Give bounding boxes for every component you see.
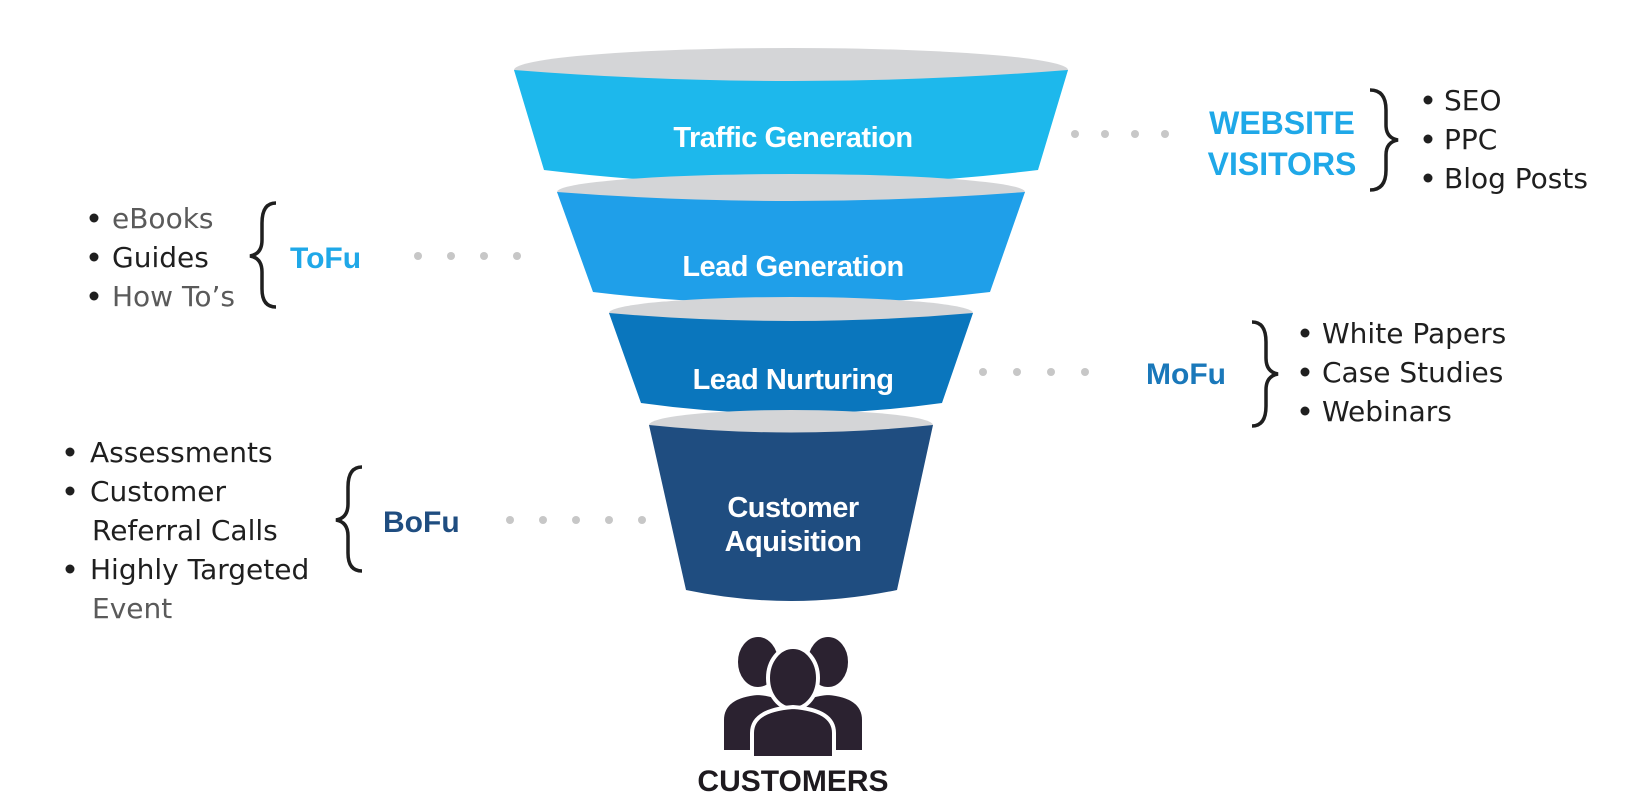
list-item: Blog Posts [1444, 162, 1588, 195]
stage-1-label: Traffic Generation [673, 122, 912, 154]
list-item: Guides [112, 241, 209, 274]
stage-4-body [649, 425, 933, 601]
connector-dots-bofu [506, 516, 646, 524]
list-item: SEO [1444, 84, 1502, 117]
list-item: Highly Targeted [90, 553, 309, 586]
list-item: Case Studies [1322, 356, 1503, 389]
stage-2-body [557, 192, 1025, 304]
list-item: How To’s [112, 280, 235, 313]
tofu-group: eBooks Guides How To’s ToFu [89, 201, 521, 313]
list-item: White Papers [1322, 317, 1506, 350]
mofu-tag: MoFu [1146, 358, 1226, 391]
bofu-tag: BoFu [383, 506, 460, 539]
connector-dots-tofu [414, 252, 521, 260]
bofu-group: Assessments Customer Referral Calls High… [65, 436, 646, 625]
tofu-tag: ToFu [290, 242, 361, 275]
brace-right-mofu [1251, 320, 1279, 428]
list-item: Customer [90, 475, 226, 508]
people-icon [720, 633, 866, 760]
connector-dots-mofu [979, 368, 1089, 376]
funnel-stage-customer-acquisition: Customer Aquisition [649, 410, 933, 601]
website-visitors-tag-line1: WEBSITE [1209, 105, 1355, 141]
stage-2-label: Lead Generation [682, 251, 903, 283]
funnel-stage-traffic-generation: Traffic Generation [514, 48, 1068, 185]
website-visitors-group: WEBSITE VISITORS SEO PPC Blog Posts [1071, 84, 1588, 195]
stage-3-label: Lead Nurturing [693, 364, 894, 396]
stage-1-body [514, 70, 1068, 185]
connector-dots-website [1071, 130, 1169, 138]
brace-left-bofu [335, 465, 363, 573]
funnel-stage-lead-generation: Lead Generation [557, 174, 1025, 304]
funnel-stage-lead-nurturing: Lead Nurturing [609, 297, 973, 414]
list-item: Assessments [90, 436, 273, 469]
brace-right-website [1369, 88, 1399, 192]
mofu-list: White Papers Case Studies Webinars [1300, 317, 1506, 428]
stage-4-label-line2: Aquisition [725, 526, 862, 558]
list-item: PPC [1444, 123, 1497, 156]
website-visitors-tag-line2: VISITORS [1208, 146, 1357, 182]
website-visitors-list: SEO PPC Blog Posts [1423, 84, 1588, 195]
list-item: Webinars [1322, 395, 1452, 428]
customers-group: CUSTOMERS [697, 633, 889, 798]
tofu-list: eBooks Guides How To’s [89, 202, 235, 313]
bofu-list: Assessments Customer Referral Calls High… [65, 436, 309, 625]
mofu-group: MoFu White Papers Case Studies Webinars [979, 317, 1506, 428]
list-item-continuation: Event [92, 592, 172, 625]
stage-3-body [609, 313, 973, 414]
list-item: eBooks [112, 202, 214, 235]
stage-4-label-line1: Customer [727, 492, 859, 524]
funnel: Traffic Generation Lead Generation Lead … [514, 48, 1068, 601]
brace-left-tofu [249, 201, 277, 309]
list-item-continuation: Referral Calls [92, 514, 278, 547]
customers-label: CUSTOMERS [697, 765, 888, 798]
